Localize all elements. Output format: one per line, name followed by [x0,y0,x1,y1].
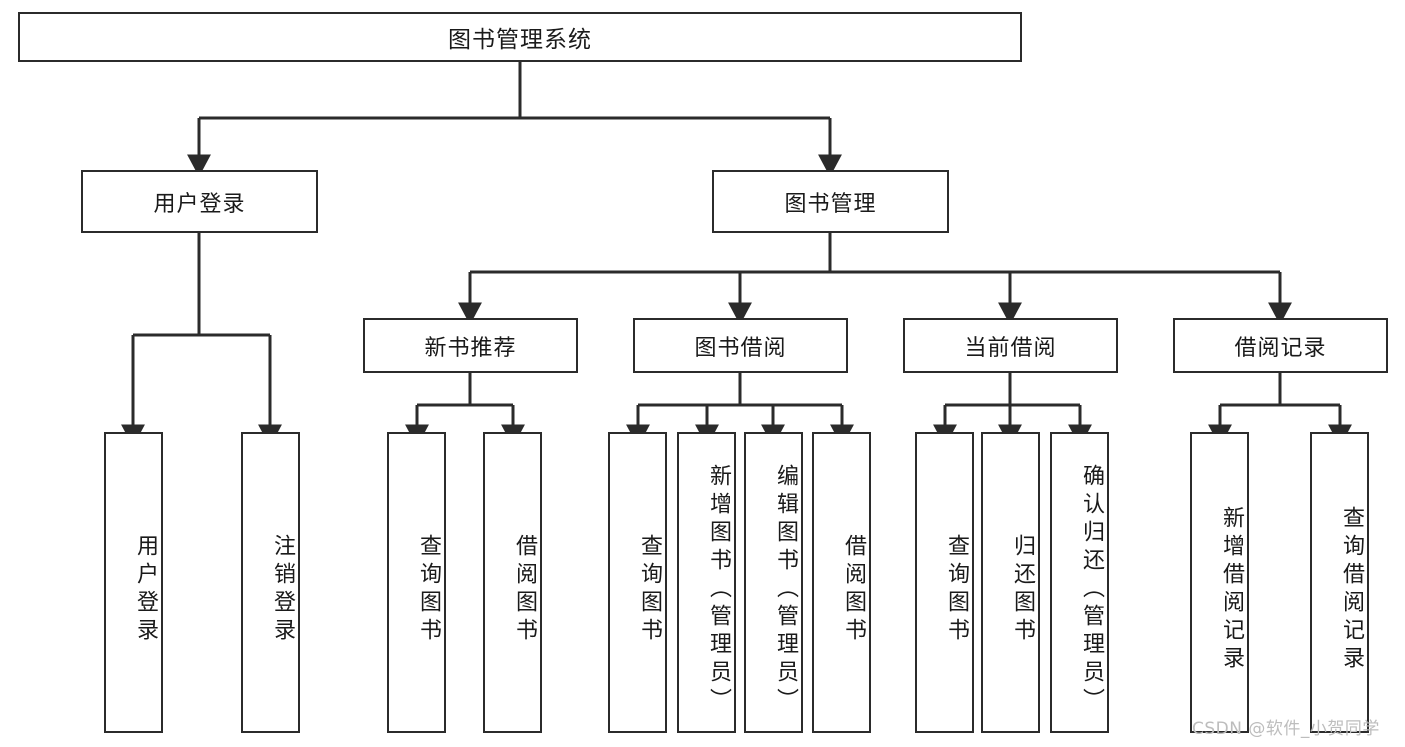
node-book-borrow-label: 图书借阅 [694,335,787,361]
leaf-logout[interactable]: 注销登录 [241,432,300,733]
leaf-borrow-book-label: 借阅图书 [841,533,866,646]
leaf-query-borrow-record[interactable]: 查询借阅记录 [1310,432,1369,733]
node-new-book-recommend[interactable]: 新书推荐 [363,318,578,373]
leaf-borrow-book-rec[interactable]: 借阅图书 [483,432,542,733]
leaf-user-login-label: 用户登录 [133,533,158,646]
node-borrow-record-label: 借阅记录 [1234,335,1327,361]
leaf-query-borrow-record-label: 查询借阅记录 [1339,505,1364,674]
leaf-borrow-book[interactable]: 借阅图书 [812,432,871,733]
node-root-system-label: 图书管理系统 [448,27,592,53]
node-book-borrow[interactable]: 图书借阅 [633,318,848,373]
leaf-add-book-admin[interactable]: 新增图书（管理员） [677,432,736,733]
leaf-return-book[interactable]: 归还图书 [981,432,1040,733]
watermark: CSDN @软件_小贺同学 [1192,719,1380,739]
node-new-book-recommend-label: 新书推荐 [424,335,517,361]
leaf-query-book-borrow-label: 查询图书 [637,533,662,646]
leaf-query-book-current-label: 查询图书 [944,533,969,646]
node-current-borrow[interactable]: 当前借阅 [903,318,1118,373]
node-user-login[interactable]: 用户登录 [81,170,318,233]
leaf-query-book-borrow[interactable]: 查询图书 [608,432,667,733]
leaf-edit-book-admin-label: 编辑图书（管理员） [773,463,798,716]
leaf-confirm-return-admin-label: 确认归还（管理员） [1079,463,1104,716]
leaf-return-book-label: 归还图书 [1010,533,1035,646]
leaf-add-book-admin-label: 新增图书（管理员） [706,463,731,716]
leaf-edit-book-admin[interactable]: 编辑图书（管理员） [744,432,803,733]
leaf-query-book-current[interactable]: 查询图书 [915,432,974,733]
leaf-add-borrow-record-label: 新增借阅记录 [1219,505,1244,674]
leaf-query-book-rec-label: 查询图书 [416,533,441,646]
node-user-login-label: 用户登录 [153,191,246,217]
leaf-add-borrow-record[interactable]: 新增借阅记录 [1190,432,1249,733]
node-current-borrow-label: 当前借阅 [964,335,1057,361]
leaf-query-book-rec[interactable]: 查询图书 [387,432,446,733]
leaf-logout-label: 注销登录 [270,533,295,646]
node-book-manage[interactable]: 图书管理 [712,170,949,233]
node-borrow-record[interactable]: 借阅记录 [1173,318,1388,373]
leaf-borrow-book-rec-label: 借阅图书 [512,533,537,646]
leaf-user-login[interactable]: 用户登录 [104,432,163,733]
leaf-confirm-return-admin[interactable]: 确认归还（管理员） [1050,432,1109,733]
node-book-manage-label: 图书管理 [784,191,877,217]
node-root-system[interactable]: 图书管理系统 [18,12,1022,62]
